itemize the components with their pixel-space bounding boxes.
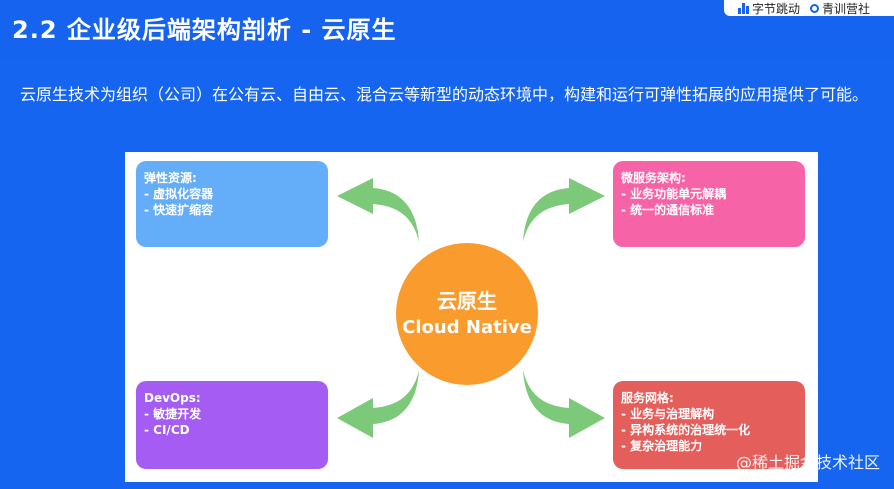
card-item: - CI/CD [144,423,190,437]
arrow-bottom-right-icon [523,370,605,438]
card-microservices: 微服务架构: - 业务功能单元解耦 - 统一的通信标准 [613,161,805,247]
card-title: 弹性资源: [144,171,197,185]
bytedance-logo: 字节跳动 [738,0,800,16]
slide-title: 2.2 企业级后端架构剖析 - 云原生 [12,16,397,44]
card-elastic-resources: 弹性资源: - 虚拟化容器 - 快速扩缩容 [136,161,328,247]
center-label-en: Cloud Native [402,317,532,338]
card-item: - 复杂治理能力 [621,439,703,453]
arrow-top-right-icon [523,178,605,242]
card-item: - 虚拟化容器 [144,187,214,201]
qingxunying-ring-icon [810,3,820,13]
card-item: - 异构系统的治理统一化 [621,423,751,437]
cloud-native-diagram: 弹性资源: - 虚拟化容器 - 快速扩缩容 微服务架构: - 业务功能单元解耦 … [125,152,818,482]
center-circle-cloud-native: 云原生 Cloud Native [396,243,538,385]
card-item: - 统一的通信标准 [621,203,715,217]
card-devops: DevOps: - 敏捷开发 - CI/CD [136,381,328,469]
qingxunying-logo: 青训营社 [810,0,870,16]
card-item: - 快速扩缩容 [144,203,214,217]
arrow-top-left-icon [337,178,419,242]
card-item: - 敏捷开发 [144,407,202,421]
card-title: DevOps: [144,391,201,405]
bytedance-logo-text: 字节跳动 [752,1,801,16]
bytedance-bars-icon [738,2,749,14]
watermark: @稀土掘金技术社区 [735,453,880,472]
arrow-bottom-left-icon [337,370,419,438]
card-item: - 业务功能单元解耦 [621,187,727,201]
card-title: 微服务架构: [621,171,686,185]
card-title: 服务网格: [621,391,674,405]
card-item: - 业务与治理解构 [621,407,715,421]
card-service-mesh: 服务网格: - 业务与治理解构 - 异构系统的治理统一化 - 复杂治理能力 [613,381,805,469]
intro-paragraph: 云原生技术为组织（公司）在公有云、自由云、混合云等新型的动态环境中，构建和运行可… [20,85,869,104]
qingxunying-logo-text: 青训营社 [822,1,871,16]
logo-box: 字节跳动 青训营社 [724,0,894,16]
center-label-cn: 云原生 [437,289,497,313]
title-bar: 2.2 企业级后端架构剖析 - 云原生 字节跳动 青训营社 [0,0,894,58]
